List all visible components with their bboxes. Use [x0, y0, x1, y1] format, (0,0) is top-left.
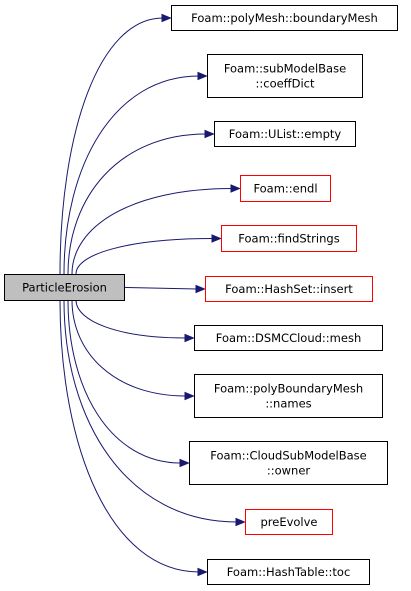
node-foam-cloudsubmodelbase-owner-label: Foam::CloudSubModelBase: [210, 449, 367, 463]
edge-0: [59, 17, 164, 275]
node-foam-submodelbase-coeffdict-label: ::coeffDict: [256, 77, 315, 91]
node-foam-polyboundarymesh-names-label: Foam::polyBoundaryMesh: [214, 382, 363, 396]
edge-arrowhead-5: [195, 284, 206, 294]
edge-9: [63, 299, 238, 523]
node-foam-hashset-insert-label: Foam::HashSet::insert: [225, 282, 353, 296]
edge-3: [71, 188, 233, 275]
node-foam-ulist-empty-label: Foam::UList::empty: [229, 127, 342, 141]
edge-arrowhead-9: [235, 517, 246, 527]
node-foam-dsmccloud-mesh-box[interactable]: [194, 325, 383, 351]
edge-10: [59, 299, 200, 573]
node-foam-dsmccloud-mesh[interactable]: Foam::DSMCCloud::mesh: [194, 325, 383, 351]
node-foam-submodelbase-coeffdict-box[interactable]: [207, 54, 363, 98]
node-foam-dsmccloud-mesh-label: Foam::DSMCCloud::mesh: [216, 331, 362, 345]
node-foam-findstrings-label: Foam::findStrings: [238, 232, 339, 246]
root-node[interactable]: ParticleErosion: [4, 274, 125, 301]
node-foam-polyboundarymesh-names[interactable]: Foam::polyBoundaryMesh::names: [194, 374, 383, 418]
node-foam-cloudsubmodelbase-owner-label: ::owner: [267, 464, 311, 478]
node-foam-submodelbase-coeffdict-label: Foam::subModelBase: [224, 62, 346, 76]
edge-arrowhead-1: [197, 71, 208, 81]
node-foam-endl-box[interactable]: [240, 175, 331, 202]
node-foam-polyboundarymesh-names-label: ::names: [265, 397, 311, 411]
root-node-box[interactable]: [4, 274, 125, 301]
node-foam-hashtable-toc[interactable]: Foam::HashTable::toc: [207, 559, 370, 585]
edge-arrowhead-7: [184, 391, 195, 401]
edge-arrowhead-0: [161, 13, 172, 23]
edge-arrowhead-8: [179, 458, 190, 468]
node-preevolve[interactable]: preEvolve: [245, 509, 333, 535]
edge-arrowhead-6: [184, 333, 195, 343]
node-foam-findstrings[interactable]: Foam::findStrings: [221, 225, 357, 252]
edge-7: [71, 299, 187, 397]
edge-1: [63, 75, 200, 275]
edge-6: [75, 299, 187, 339]
edge-8: [67, 299, 182, 464]
node-foam-cloudsubmodelbase-owner[interactable]: Foam::CloudSubModelBase::owner: [189, 441, 388, 485]
node-foam-hashset-insert[interactable]: Foam::HashSet::insert: [205, 276, 373, 302]
node-foam-cloudsubmodelbase-owner-box[interactable]: [189, 441, 388, 485]
edge-5: [123, 286, 198, 290]
root-node-label: ParticleErosion: [22, 281, 107, 295]
node-foam-ulist-empty-box[interactable]: [214, 121, 356, 147]
node-foam-polymesh-boundarymesh-box[interactable]: [171, 5, 398, 31]
node-foam-findstrings-box[interactable]: [221, 225, 357, 252]
node-foam-endl-label: Foam::endl: [253, 182, 317, 196]
node-foam-polymesh-boundarymesh-label: Foam::polyMesh::boundaryMesh: [191, 11, 378, 25]
nodes: Foam::polyMesh::boundaryMeshFoam::subMod…: [4, 5, 398, 585]
edges: [59, 13, 246, 577]
node-foam-hashset-insert-box[interactable]: [205, 276, 373, 302]
node-foam-endl[interactable]: Foam::endl: [240, 175, 331, 202]
edge-arrowhead-4: [211, 234, 222, 243]
node-preevolve-box[interactable]: [245, 509, 333, 535]
edge-4: [75, 238, 214, 275]
node-foam-polymesh-boundarymesh[interactable]: Foam::polyMesh::boundaryMesh: [171, 5, 398, 31]
edge-arrowhead-3: [230, 184, 241, 193]
node-foam-submodelbase-coeffdict[interactable]: Foam::subModelBase::coeffDict: [207, 54, 363, 98]
node-foam-hashtable-toc-box[interactable]: [207, 559, 370, 585]
edge-arrowhead-2: [204, 129, 215, 139]
node-preevolve-label: preEvolve: [260, 515, 317, 529]
edge-arrowhead-10: [197, 567, 208, 577]
node-foam-hashtable-toc-label: Foam::HashTable::toc: [227, 565, 351, 579]
edge-2: [67, 133, 207, 275]
node-foam-polyboundarymesh-names-box[interactable]: [194, 374, 383, 418]
node-foam-ulist-empty[interactable]: Foam::UList::empty: [214, 121, 356, 147]
